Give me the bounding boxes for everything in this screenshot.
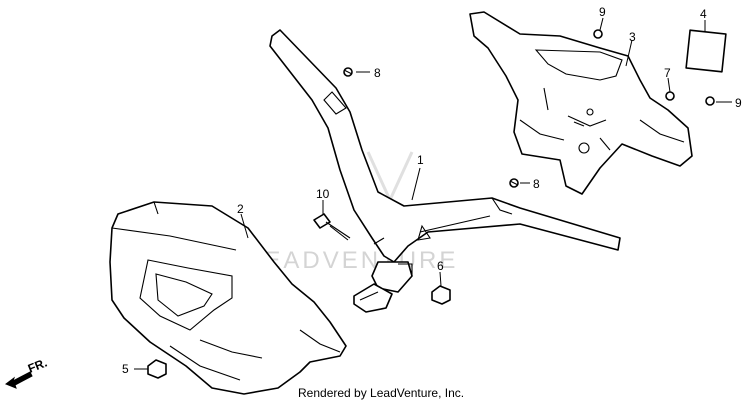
callout-1: 1 — [417, 153, 424, 167]
direction-label: FR. — [26, 356, 49, 376]
screw-7 — [665, 91, 675, 101]
callout-3: 3 — [629, 30, 636, 44]
leader-lines — [134, 17, 732, 370]
callout-10: 10 — [316, 187, 330, 201]
callout-6: 6 — [437, 259, 444, 273]
handlebar — [269, 29, 621, 313]
footer-credit: Rendered by LeadVenture, Inc. — [298, 386, 464, 400]
callouts: 1 2 3 4 5 6 7 8 8 9 9 10 — [122, 5, 742, 376]
watermark: LEADVENTURE — [248, 151, 458, 274]
callout-7: 7 — [664, 66, 671, 80]
watermark-text: LEADVENTURE — [248, 247, 458, 274]
front-direction-arrow-icon: FR. — [4, 356, 49, 389]
front-handlebar-cover — [109, 201, 347, 395]
callout-2: 2 — [237, 202, 244, 216]
callout-9-upper: 9 — [599, 5, 606, 19]
screw-9-upper — [593, 29, 603, 39]
callout-9-right: 9 — [735, 96, 742, 110]
callout-8-lower: 8 — [533, 177, 540, 191]
bolt-10 — [313, 213, 351, 241]
nut-5 — [147, 359, 167, 379]
screw-8-lower — [509, 178, 519, 188]
screw-8-upper — [343, 67, 353, 77]
label-decal — [685, 29, 727, 73]
callout-4: 4 — [700, 7, 707, 21]
screw-9-right — [705, 96, 715, 106]
rear-handlebar-cover — [469, 11, 693, 195]
callout-8-upper: 8 — [374, 66, 381, 80]
nut-6 — [431, 285, 451, 305]
callout-5: 5 — [122, 362, 129, 376]
